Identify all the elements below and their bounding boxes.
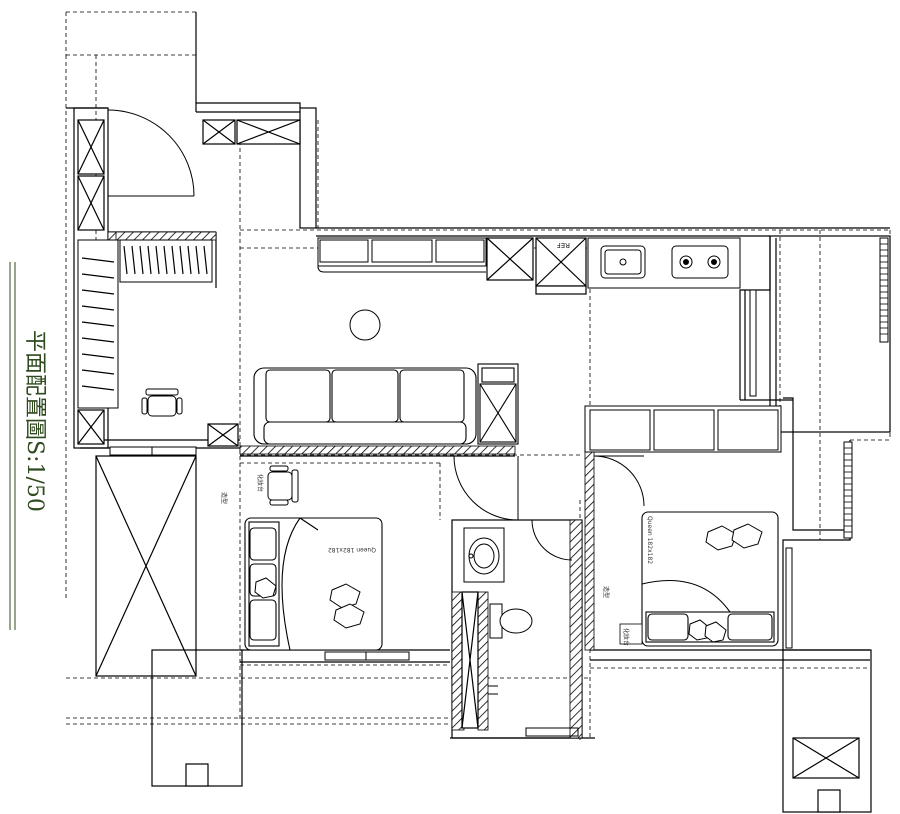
toilet xyxy=(489,603,533,639)
balcony-rail xyxy=(843,237,889,539)
storage-cabinets xyxy=(77,119,860,779)
hanger xyxy=(179,245,184,275)
pillows-left xyxy=(254,577,365,629)
bed-right-label: Queen 182x182 xyxy=(646,516,653,564)
note-left-1: 化妝台 xyxy=(256,474,264,492)
hanger xyxy=(187,245,192,275)
bed-left-label: Queen 182x182 xyxy=(328,546,376,553)
note-right-1: 造型 xyxy=(602,586,610,598)
hanger xyxy=(163,245,168,275)
hanger xyxy=(139,245,144,275)
fridge-label: REF xyxy=(557,241,570,249)
note-right-2: 化妝台 xyxy=(622,628,630,646)
note-left-2: 造型 xyxy=(220,492,228,504)
hanger xyxy=(81,337,115,343)
ceiling-light xyxy=(349,309,381,341)
hanger xyxy=(81,353,115,359)
hanger xyxy=(147,245,152,275)
hanger xyxy=(195,245,200,275)
hanger xyxy=(155,245,160,275)
hanger xyxy=(81,321,115,327)
plan-title-text: 平面配置圖S:1/50 xyxy=(22,330,47,512)
stove xyxy=(671,245,729,279)
pillows-right xyxy=(688,523,763,643)
doors xyxy=(107,109,645,561)
chair-left xyxy=(141,388,183,417)
windows xyxy=(109,289,793,661)
hanger xyxy=(131,245,136,275)
chair-bedroom xyxy=(267,465,299,506)
hanger xyxy=(123,245,128,275)
walls xyxy=(66,12,891,813)
hanger xyxy=(81,369,115,375)
side-table xyxy=(477,363,519,445)
balcony-rail-ticks xyxy=(844,243,888,533)
wardrobe-right xyxy=(584,405,782,453)
hanger xyxy=(81,257,115,263)
hanger xyxy=(81,305,115,311)
washbasin xyxy=(463,527,505,583)
hanger xyxy=(81,289,115,295)
plan-title: 平面配置圖S:1/50 xyxy=(9,262,47,630)
hanger xyxy=(203,245,208,275)
hanger xyxy=(81,273,115,279)
sink xyxy=(600,245,646,279)
sofa xyxy=(253,367,477,445)
hanger xyxy=(171,245,176,275)
hatched-walls xyxy=(107,231,595,739)
nightstand-right xyxy=(619,623,643,645)
hanger xyxy=(81,385,115,391)
bath-fixtures xyxy=(488,685,579,737)
